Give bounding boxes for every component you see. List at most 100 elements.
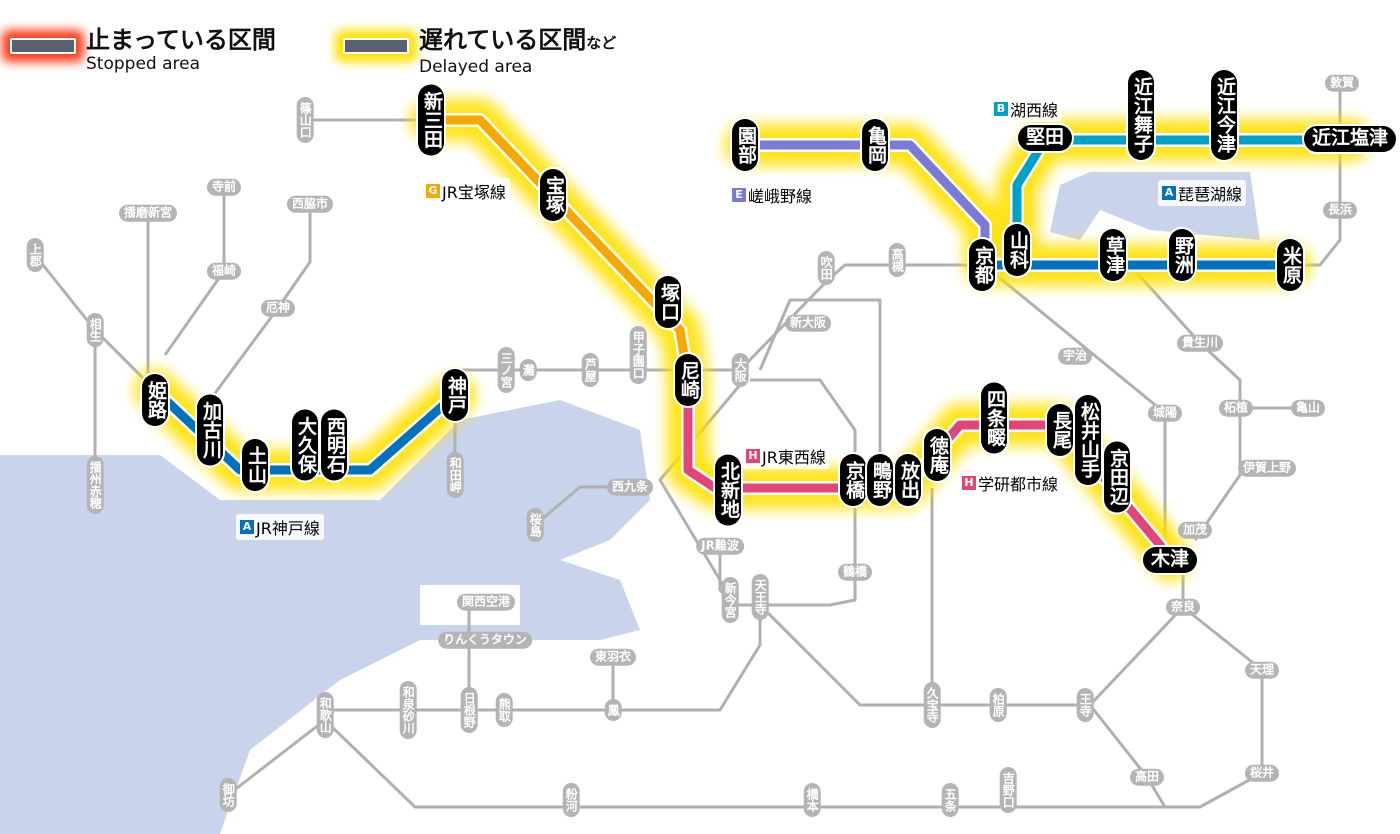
station[interactable]: 天理 xyxy=(1244,661,1280,679)
station[interactable]: 灘 xyxy=(519,359,537,381)
affected-station[interactable]: 宝塚 xyxy=(540,169,566,221)
affected-station[interactable]: 加古川 xyxy=(197,394,223,466)
station[interactable]: 西脇市 xyxy=(286,195,334,213)
affected-station[interactable]: 放出 xyxy=(895,454,921,506)
affected-station[interactable]: 神戸 xyxy=(442,369,468,421)
affected-station[interactable]: 土山 xyxy=(242,439,268,491)
legend-delayed: 遅れている区間など Delayed area xyxy=(343,26,616,77)
station[interactable]: 和田岬 xyxy=(446,452,464,498)
affected-station[interactable]: 尼崎 xyxy=(675,354,701,406)
line-badge: H xyxy=(746,449,760,463)
affected-station[interactable]: 姫路 xyxy=(142,374,168,426)
station[interactable]: 和泉砂川 xyxy=(399,681,417,739)
affected-station[interactable]: 京橋 xyxy=(840,454,866,506)
legend-stopped-en: Stopped area xyxy=(86,54,201,74)
affected-station[interactable]: 堅田 xyxy=(1017,125,1073,151)
station[interactable]: 福崎 xyxy=(206,262,242,280)
station[interactable]: 王寺 xyxy=(1076,688,1094,722)
station[interactable]: 長浜 xyxy=(1322,201,1358,219)
affected-station[interactable]: 米原 xyxy=(1277,239,1303,291)
affected-station[interactable]: 山科 xyxy=(1004,224,1030,276)
affected-station[interactable]: 北新地 xyxy=(715,454,741,526)
station[interactable]: 五条 xyxy=(941,783,959,817)
station[interactable]: 亀山 xyxy=(1290,399,1326,417)
station[interactable]: 桜島 xyxy=(526,508,544,542)
station[interactable]: 桜井 xyxy=(1244,764,1280,782)
affected-station[interactable]: 大久保 xyxy=(292,409,318,481)
station[interactable]: 西九条 xyxy=(606,478,654,496)
station[interactable]: 敦賀 xyxy=(1324,74,1360,92)
affected-station[interactable]: 鴫野 xyxy=(867,454,893,506)
line-name: 琵琶湖線 xyxy=(1178,185,1243,204)
affected-station[interactable]: 亀岡 xyxy=(862,119,888,171)
affected-station[interactable]: 四条畷 xyxy=(981,382,1007,454)
station[interactable]: 鳳 xyxy=(604,699,622,721)
station[interactable]: 鶴橋 xyxy=(837,563,873,581)
station[interactable]: 新今宮 xyxy=(721,577,739,623)
affected-station[interactable]: 長尾 xyxy=(1047,404,1073,456)
affected-station[interactable]: 徳庵 xyxy=(924,429,950,481)
station[interactable]: 相生 xyxy=(86,313,104,347)
station[interactable]: 関西空港 xyxy=(456,593,516,611)
station[interactable]: 貴生川 xyxy=(1176,334,1224,352)
station[interactable]: 御坊 xyxy=(219,778,237,812)
affected-station[interactable]: 京都 xyxy=(969,239,995,291)
jr-tozai-line xyxy=(683,380,905,493)
station[interactable]: 厄神 xyxy=(260,299,296,317)
kosei-line xyxy=(1012,135,1350,250)
affected-station[interactable]: 野洲 xyxy=(1169,229,1195,281)
affected-station[interactable]: 近江塩津 xyxy=(1303,126,1397,152)
station[interactable]: りんくうタウン xyxy=(438,631,532,649)
affected-station[interactable]: 新三田 xyxy=(418,84,444,156)
line-name: 湖西線 xyxy=(1010,101,1059,120)
station[interactable]: 芦屋 xyxy=(581,353,599,387)
station[interactable]: 伊賀上野 xyxy=(1237,459,1297,477)
station[interactable]: 新大阪 xyxy=(784,314,832,332)
station[interactable]: 熊取 xyxy=(495,693,513,727)
affected-station[interactable]: 塚口 xyxy=(655,276,681,328)
station[interactable]: 加茂 xyxy=(1177,521,1213,539)
affected-station[interactable]: 近江今津 xyxy=(1211,70,1237,160)
line-name: 嵯峨野線 xyxy=(748,187,813,206)
station[interactable]: 柘植 xyxy=(1218,399,1254,417)
station[interactable]: 和歌山 xyxy=(316,692,334,738)
station[interactable]: 高槻 xyxy=(888,243,906,277)
station[interactable]: 大阪 xyxy=(731,353,749,387)
station[interactable]: 柏原 xyxy=(989,688,1007,722)
station[interactable]: 橋本 xyxy=(803,783,821,817)
station[interactable]: 吉野口 xyxy=(999,767,1017,813)
station[interactable]: 日根野 xyxy=(460,687,478,733)
station[interactable]: 篠山口 xyxy=(296,97,314,143)
station[interactable]: 播磨新宮 xyxy=(118,204,178,222)
affected-station[interactable]: 草津 xyxy=(1100,229,1126,281)
line-name: 学研都市線 xyxy=(978,475,1059,494)
station[interactable]: 宇治 xyxy=(1057,347,1093,365)
station[interactable]: 天王寺 xyxy=(751,574,769,620)
station[interactable]: 高田 xyxy=(1129,768,1165,786)
affected-station[interactable]: 園部 xyxy=(732,119,758,171)
affected-station[interactable]: 近江舞子 xyxy=(1128,70,1154,160)
station[interactable]: 粉河 xyxy=(562,783,580,817)
station[interactable]: 上郡 xyxy=(26,238,44,272)
station[interactable]: 久宝寺 xyxy=(923,682,941,728)
affected-station[interactable]: 西明石 xyxy=(321,409,347,481)
station[interactable]: 東羽衣 xyxy=(589,648,637,666)
station[interactable]: JR難波 xyxy=(696,537,744,555)
affected-station[interactable]: 松井山手 xyxy=(1075,395,1101,485)
station[interactable]: 播州赤穂 xyxy=(86,456,104,514)
affected-station[interactable]: 木津 xyxy=(1142,547,1198,573)
station[interactable]: 城陽 xyxy=(1147,404,1183,422)
station[interactable]: 三ノ宮 xyxy=(497,347,515,393)
station[interactable]: 寺前 xyxy=(206,178,242,196)
station[interactable]: 吹田 xyxy=(817,251,835,285)
affected-station[interactable]: 京田辺 xyxy=(1104,441,1130,513)
station[interactable]: 甲子園口 xyxy=(629,326,647,384)
station[interactable]: 奈良 xyxy=(1165,598,1201,616)
